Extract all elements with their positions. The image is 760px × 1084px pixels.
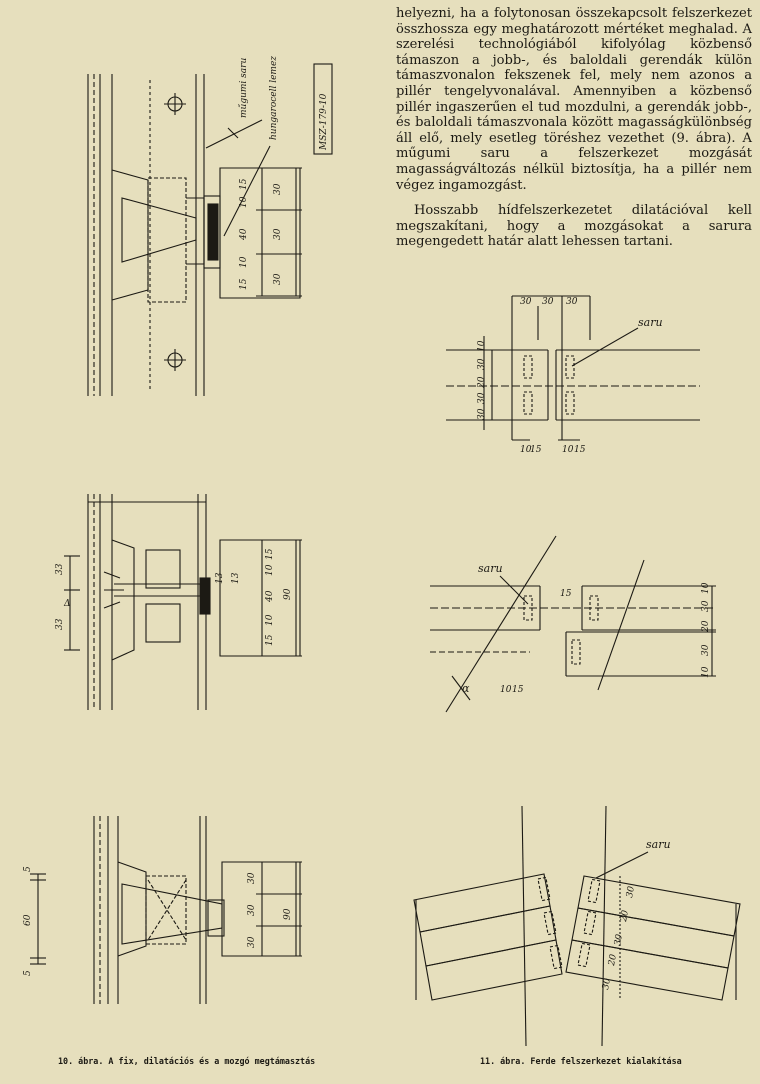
dim-label: 30: [273, 228, 283, 240]
dim-label: 20: [619, 909, 631, 923]
dim-label: 10: [562, 445, 574, 455]
label-mugumi-saru: műgumi saru: [238, 58, 249, 118]
dim-label: 30: [542, 297, 554, 307]
dim-label: 30: [701, 644, 711, 656]
dim-label: 10: [265, 564, 275, 576]
dim-label: 15: [530, 445, 542, 455]
dim-label: 10: [477, 340, 487, 352]
dim-label: 33: [55, 563, 65, 575]
dim-label: 15: [265, 634, 275, 646]
dim-label: 13: [215, 572, 225, 584]
dim-label: 15: [265, 548, 275, 560]
caption-fig10: 10. ábra. A fix, dilatációs és a mozgó m…: [58, 1056, 316, 1066]
dim-label: 33: [55, 618, 65, 630]
dim-label: 15: [560, 589, 572, 599]
dim-label: 30: [273, 183, 283, 195]
dim-label: 40: [239, 228, 249, 241]
dim-label: 5: [23, 866, 33, 872]
dim-label: 30: [613, 933, 625, 946]
label-alpha: α: [462, 682, 470, 695]
dim-label: 15: [512, 685, 524, 695]
dim-label: 30: [601, 977, 613, 990]
dim-label: 30: [566, 297, 578, 307]
fig10-top-drawing: 30 30 30 15 10 40 10 15 műgumi saru hung…: [87, 56, 333, 396]
fig10-bot-drawing: 5 60 5 30 30 30 90: [23, 816, 302, 1004]
dim-label: 10: [701, 666, 711, 678]
fig11-bot-drawing: saru 30 20 30 20 30: [413, 805, 741, 1047]
dim-label: 30: [520, 297, 532, 307]
dim-label: 10: [520, 445, 532, 455]
dim-label: 20: [477, 376, 487, 389]
dim-label: 10: [701, 582, 711, 594]
dim-label: 20: [607, 953, 619, 967]
dim-label: 5: [23, 970, 33, 976]
dim-label: 10: [239, 256, 249, 268]
label-saru: saru: [638, 316, 663, 329]
paragraph-2: Hosszabb hídfelszerkezetet dilatációval …: [396, 203, 752, 250]
dim-label: 10: [500, 685, 512, 695]
paragraph-1: helyezni, ha a folytonosan összekapcsolt…: [396, 6, 752, 193]
dim-label: 30: [625, 885, 637, 898]
dim-label: 30: [477, 408, 487, 420]
dim-label: 30: [247, 936, 257, 948]
dim-label: 10: [265, 614, 275, 626]
dim-label: 13: [231, 572, 241, 584]
dim-label: 30: [477, 358, 487, 370]
dim-label: 15: [239, 178, 249, 190]
label-saru: saru: [646, 838, 671, 851]
dim-label: 30: [247, 904, 257, 916]
body-text: helyezni, ha a folytonosan összekapcsolt…: [396, 6, 752, 250]
dim-label: 90: [283, 908, 293, 920]
dim-label: 30: [247, 872, 257, 884]
fig10-mid-drawing: 33 Δ 33 13 13 15 10 40 10 15 90: [55, 494, 302, 710]
dim-label: 90: [283, 588, 293, 600]
dim-label: 30: [701, 600, 711, 612]
dim-label: 10: [239, 196, 249, 208]
fig11-top-drawing: 30 30 30 saru 10 30 20 30 30 10 15 10 15: [446, 295, 700, 455]
dim-label: 15: [239, 278, 249, 290]
fig11-mid-drawing: saru α 15 10 15 10 30 20 30 10: [430, 535, 716, 713]
dim-label: 30: [273, 273, 283, 285]
dim-label: 20: [701, 620, 711, 633]
caption-fig11: 11. ábra. Ferde felszerkezet kialakítása: [480, 1056, 682, 1066]
label-hungarocell: hungarocell lemez: [269, 56, 279, 140]
dim-label: 60: [23, 914, 33, 926]
label-saru: saru: [478, 562, 503, 575]
dim-label: 40: [265, 590, 275, 603]
dim-label: Δ: [63, 599, 71, 609]
standard-label: MSZ-179-10: [319, 93, 329, 151]
dim-label: 15: [574, 445, 586, 455]
dim-label: 30: [477, 392, 487, 404]
